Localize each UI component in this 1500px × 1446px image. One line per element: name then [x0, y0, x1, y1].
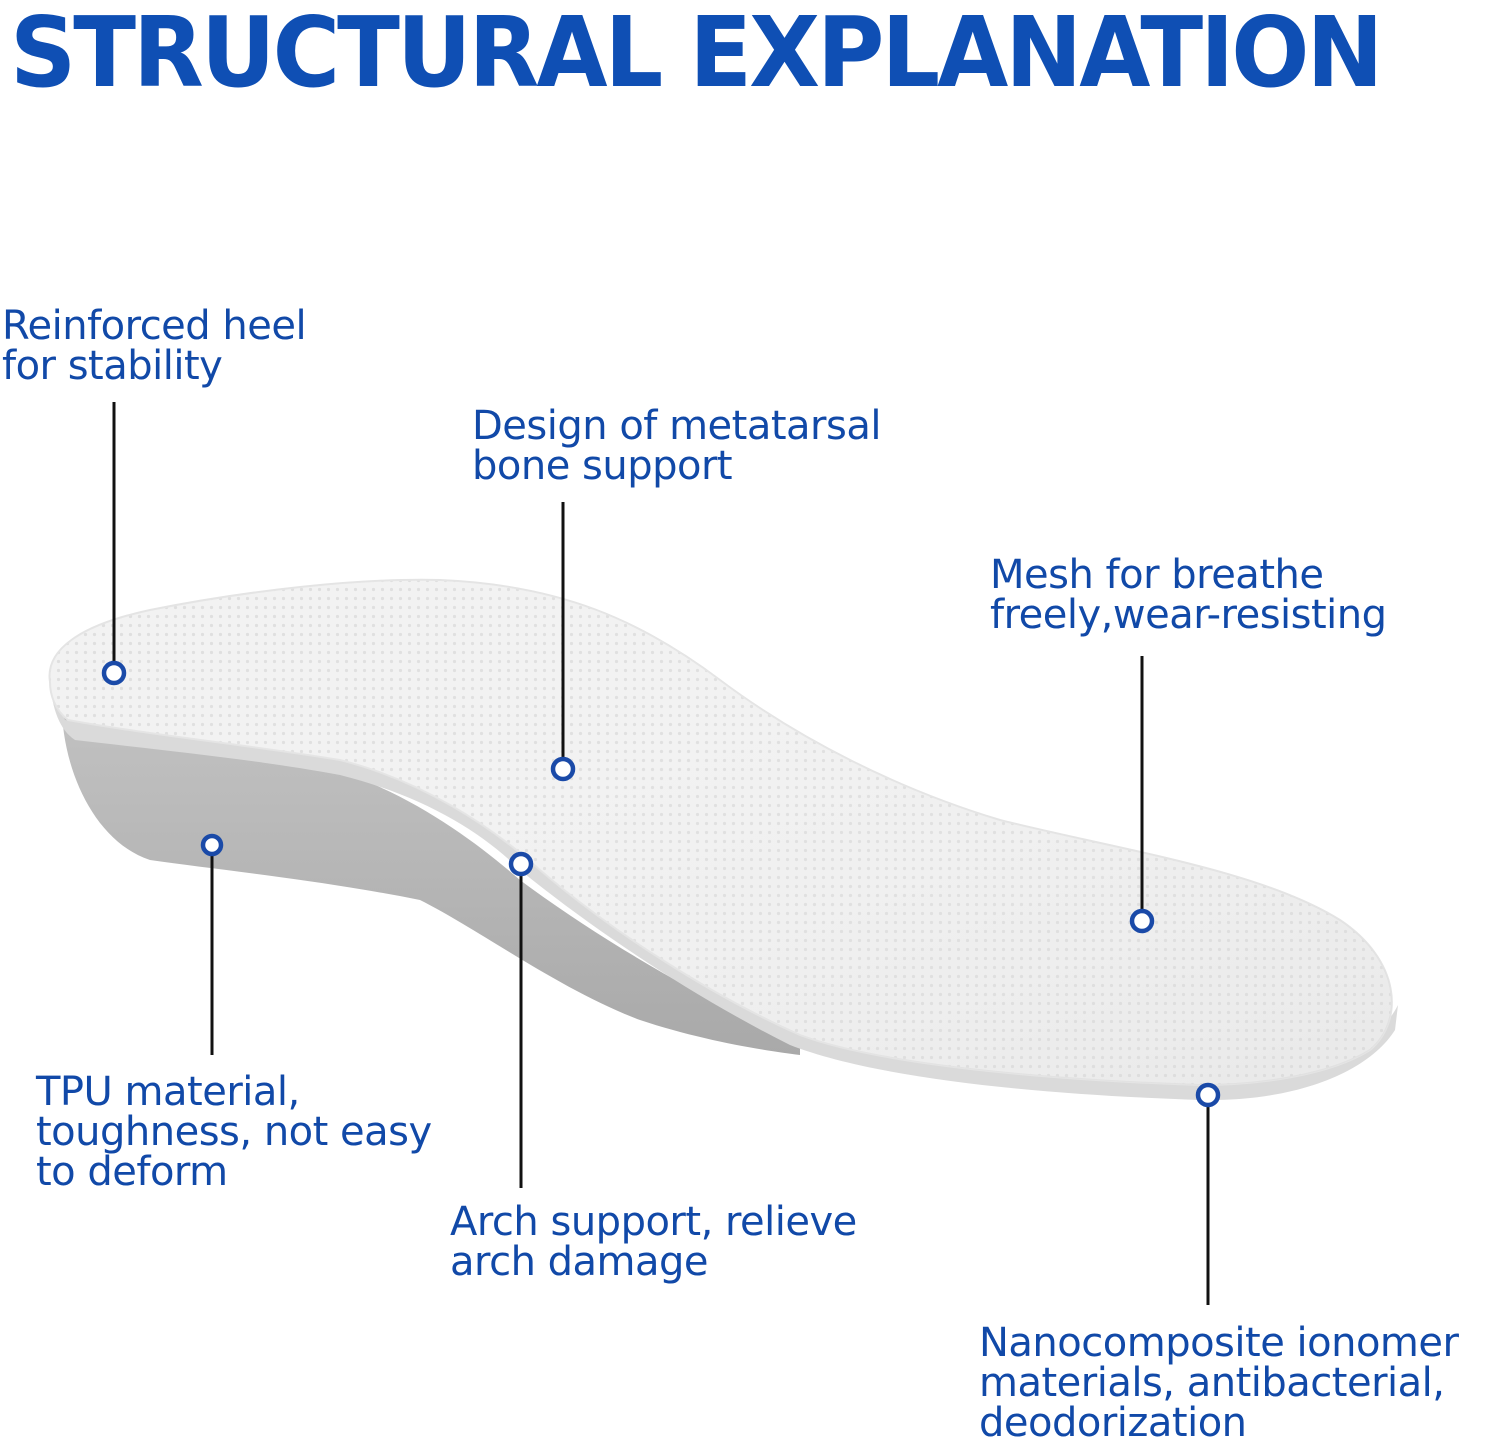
callout-mesh: Mesh for breathe freely,wear-resisting	[990, 555, 1387, 635]
callout-tpu: TPU material, toughness, not easy to def…	[36, 1072, 432, 1192]
callout-metatarsal: Design of metatarsal bone support	[472, 406, 881, 486]
callout-mesh-line-1: Mesh for breathe	[990, 552, 1324, 598]
callout-arch-line-2: arch damage	[450, 1239, 709, 1285]
callout-tpu-line-3: to deform	[36, 1149, 228, 1195]
callout-heel-line-2: for stability	[2, 343, 223, 389]
callout-metatarsal-line-1: Design of metatarsal	[472, 403, 881, 449]
callout-heel-line-1: Reinforced heel	[2, 303, 307, 349]
callout-heel: Reinforced heel for stability	[2, 303, 307, 389]
insole-top-shade	[49, 579, 1392, 1085]
callout-tpu-line-1: TPU material,	[36, 1069, 300, 1115]
mesh-marker	[1129, 908, 1155, 934]
tpu-marker	[200, 833, 224, 857]
callout-nano-line-1: Nanocomposite ionomer	[979, 1320, 1459, 1366]
callout-mesh-line-2: freely,wear-resisting	[990, 592, 1387, 638]
callout-metatarsal-line-2: bone support	[472, 443, 733, 489]
metatarsal-marker	[550, 756, 576, 782]
tpu-heel-shell	[61, 700, 800, 1055]
callout-nano-line-3: deodorization	[979, 1400, 1247, 1446]
nano-marker	[1195, 1082, 1221, 1108]
page-title: STRUCTURAL EXPLANATION	[10, 0, 1384, 110]
insole-edge	[50, 680, 1398, 1101]
callout-tpu-line-2: toughness, not easy	[36, 1109, 432, 1155]
callout-nano-line-2: materials, antibacterial,	[979, 1360, 1445, 1406]
callout-nano: Nanocomposite ionomer materials, antibac…	[979, 1320, 1459, 1446]
callout-arch-line-1: Arch support, relieve	[450, 1199, 857, 1245]
callout-arch: Arch support, relieve arch damage	[450, 1202, 857, 1282]
arch-marker	[508, 851, 534, 877]
heel-marker	[101, 660, 127, 686]
